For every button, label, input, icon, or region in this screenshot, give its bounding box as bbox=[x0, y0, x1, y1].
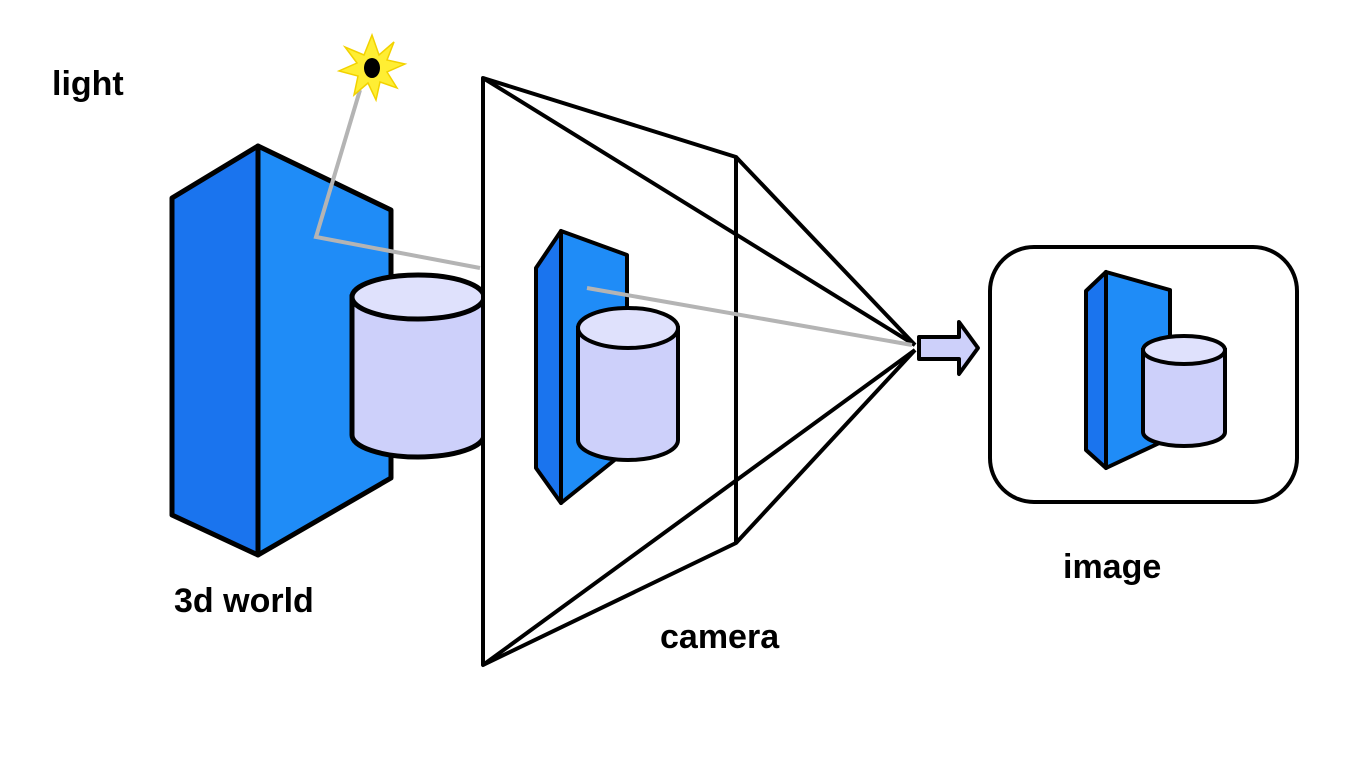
world-cylinder-body bbox=[349, 294, 487, 460]
projection-ray bbox=[586, 286, 913, 347]
world-box-side bbox=[169, 143, 261, 558]
light-ray bbox=[313, 89, 481, 270]
world-box-front bbox=[255, 143, 394, 558]
label-3d-world: 3d world bbox=[174, 582, 314, 620]
world-cylinder bbox=[349, 272, 487, 460]
label-camera: camera bbox=[660, 618, 780, 656]
world-cylinder-top bbox=[349, 272, 487, 322]
label-light: light bbox=[52, 65, 124, 103]
label-image: image bbox=[1063, 548, 1161, 586]
projected-cylinder bbox=[576, 306, 680, 462]
output-image bbox=[988, 245, 1299, 504]
arrow-right-icon bbox=[917, 320, 980, 376]
sun-icon bbox=[336, 32, 408, 103]
world-box bbox=[169, 143, 394, 558]
